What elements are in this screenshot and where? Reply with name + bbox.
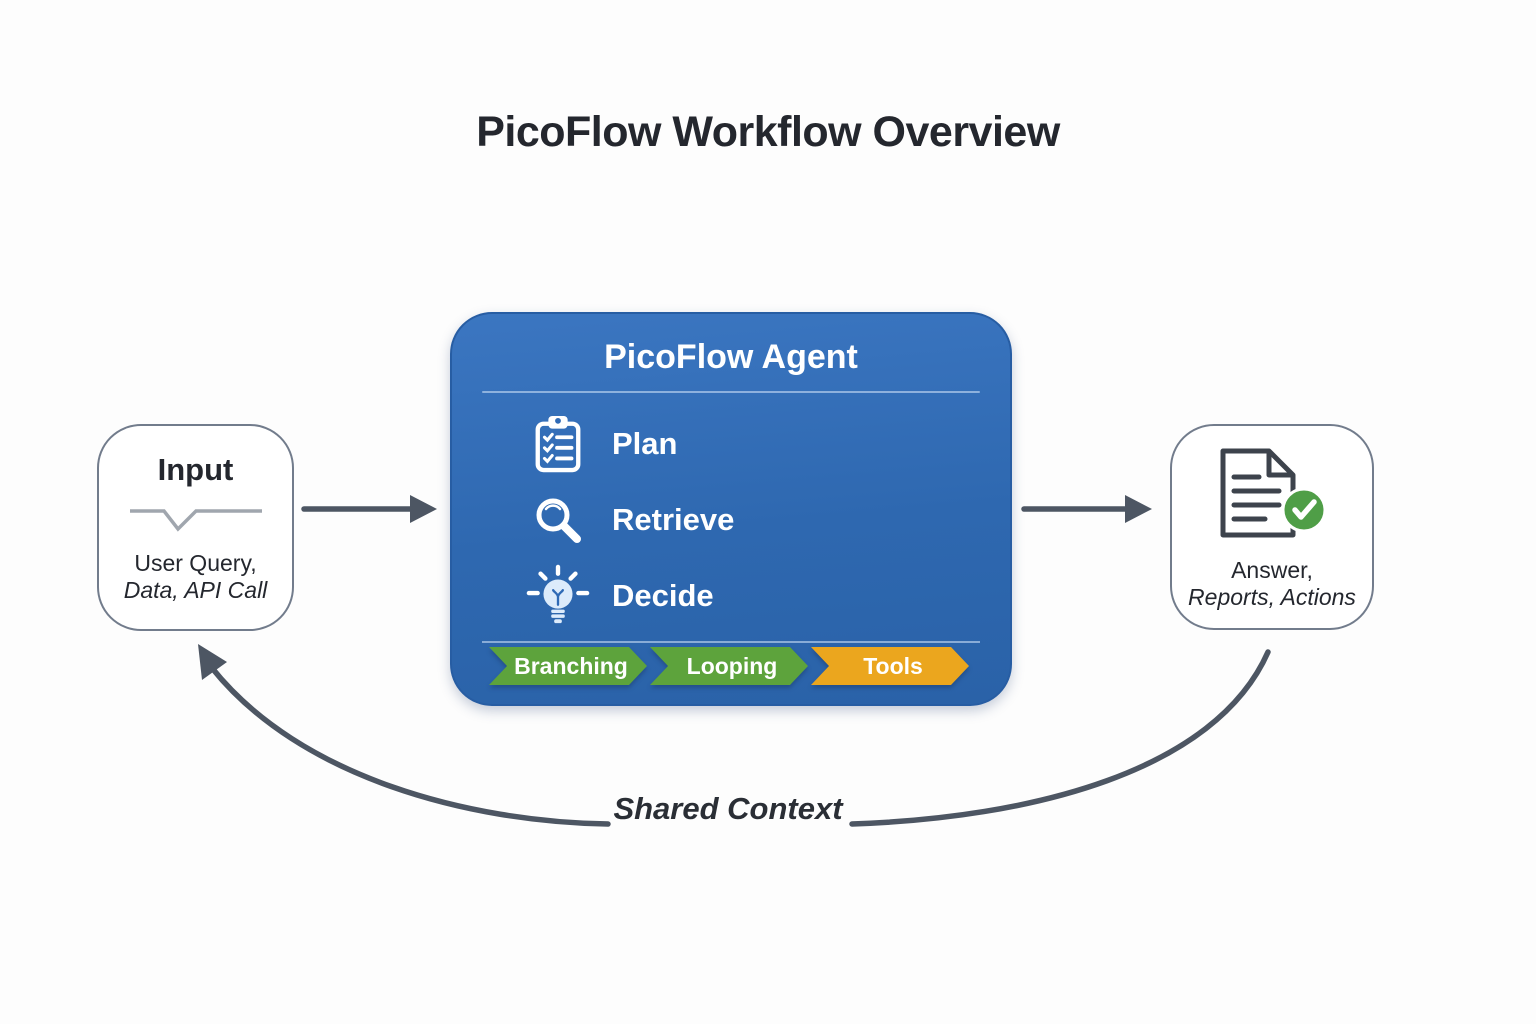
badge-branching-label: Branching <box>514 653 628 679</box>
shared-context-curve-right <box>849 649 1271 827</box>
badge-looping-label: Looping <box>687 653 778 679</box>
page-title: PicoFlow Workflow Overview <box>476 108 1060 156</box>
document-check-icon <box>1215 446 1329 547</box>
agent-item-retrieve-label: Retrieve <box>612 502 735 537</box>
output-node-line2: Reports, Actions <box>1188 584 1356 610</box>
agent-item-plan-label: Plan <box>612 426 678 461</box>
agent-item-decide-label: Decide <box>612 578 714 613</box>
arrowhead-input-to-agent <box>410 495 437 523</box>
agent-box-title: PicoFlow Agent <box>604 338 858 376</box>
agent-item-decide: Decide <box>526 558 734 634</box>
output-node-line1: Answer, <box>1231 557 1313 583</box>
badge-tools-label: Tools <box>863 653 923 679</box>
arrowhead-agent-to-output <box>1125 495 1152 523</box>
agent-divider-top <box>482 391 980 393</box>
signal-line-icon <box>129 509 262 532</box>
input-node-line2: Data, API Call <box>123 577 268 603</box>
agent-box: PicoFlow Agent <box>450 312 1012 706</box>
output-node: Answer, Reports, Actions <box>1170 424 1374 630</box>
shared-context-curve-left <box>209 665 611 827</box>
agent-item-retrieve: Retrieve <box>526 482 734 558</box>
shared-context-label: Shared Context <box>613 791 843 826</box>
input-node-title: Input <box>157 452 234 487</box>
badge-looping-shape <box>650 647 808 685</box>
badge-tools-shape <box>811 647 969 685</box>
input-node: Input User Query, Data, API Call <box>97 424 294 631</box>
lightbulb-icon <box>526 564 590 628</box>
capability-badge-row: Branching Looping Tools <box>489 647 969 685</box>
magnifier-icon <box>526 492 590 548</box>
agent-item-list: Plan Retrieve <box>526 406 734 634</box>
agent-item-plan: Plan <box>526 406 734 482</box>
input-node-line1: User Query, <box>134 550 257 576</box>
badge-branching-shape <box>489 647 647 685</box>
arrowhead-shared-context <box>198 644 227 680</box>
agent-divider-bottom <box>482 641 980 643</box>
clipboard-checklist-icon <box>526 413 590 475</box>
